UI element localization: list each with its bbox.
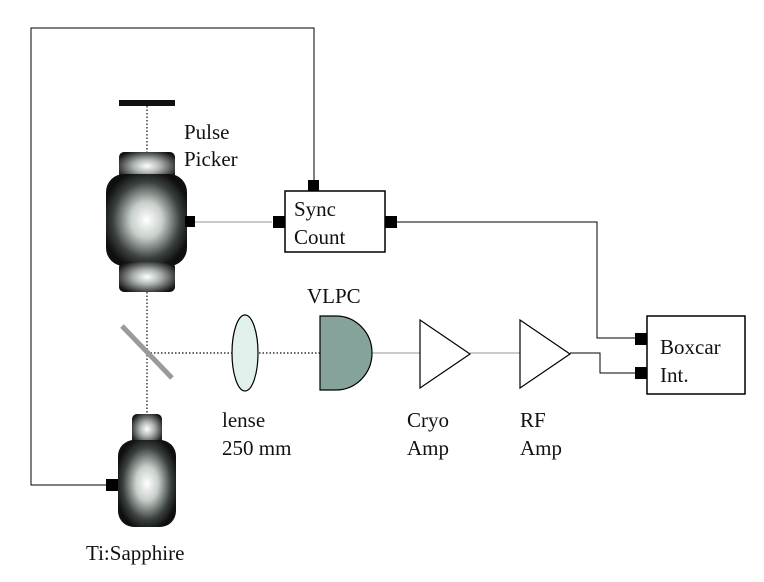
sync-count-input-port — [273, 216, 285, 228]
boxcar-label-2: Int. — [660, 363, 689, 387]
pulse-picker-port — [185, 216, 195, 227]
lens-label: lense — [222, 408, 265, 432]
rf-to-boxcar-wire — [570, 352, 636, 374]
pulse-picker-bottom-cap — [119, 262, 175, 292]
pulse-picker-top-cap — [119, 152, 175, 180]
pulse-picker-label-2: Picker — [184, 147, 238, 171]
boxcar-input-port-2 — [635, 367, 647, 379]
lens-label-2: 250 mm — [222, 436, 291, 460]
sync-count-label: Sync — [294, 197, 336, 221]
rf-amp-symbol — [519, 318, 572, 390]
boxcar-integrator — [635, 315, 746, 395]
pulse-picker — [106, 152, 195, 292]
cryo-amp-symbol — [419, 318, 472, 390]
end-mirror — [119, 100, 175, 106]
sync-count-box — [273, 180, 397, 253]
beam-splitter — [120, 324, 174, 380]
vlpc-detector — [319, 315, 373, 391]
rf-amp-label-2: Amp — [520, 436, 562, 460]
pulse-picker-label: Pulse — [184, 120, 230, 144]
boxcar-input-port-1 — [635, 333, 647, 345]
sync-count-label-2: Count — [294, 225, 346, 249]
wires — [30, 27, 636, 486]
sync-count-top-port — [308, 180, 319, 191]
laser-port — [106, 479, 118, 491]
vlpc-label: VLPC — [307, 284, 361, 308]
sync-trigger-wire — [30, 27, 315, 486]
ti-sapphire-laser — [106, 414, 176, 527]
rf-amp-label: RF — [520, 408, 546, 432]
laser-label: Ti:Sapphire — [86, 541, 184, 565]
sync-to-boxcar-wire — [397, 221, 636, 339]
pulse-picker-body — [106, 174, 187, 266]
cryo-amp-label-2: Amp — [407, 436, 449, 460]
cryo-amp-label: Cryo — [407, 408, 449, 432]
boxcar-label: Boxcar — [660, 335, 721, 359]
sync-count-output-port — [385, 216, 397, 228]
lens — [231, 314, 259, 392]
laser-output-cap — [132, 414, 162, 444]
laser-body — [118, 440, 176, 527]
